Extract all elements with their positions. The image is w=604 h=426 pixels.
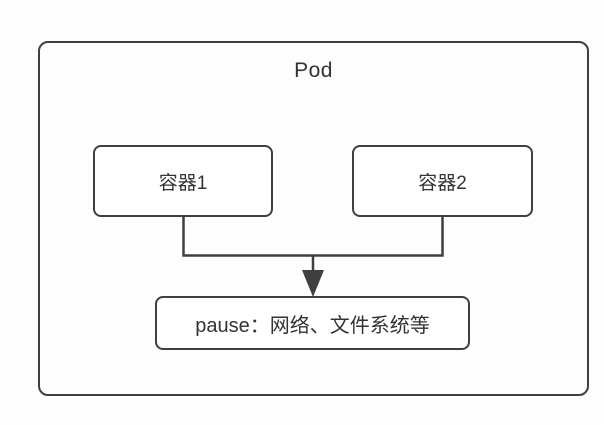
container-1-node: 容器1 [93, 145, 273, 217]
container-2-node: 容器2 [352, 145, 533, 217]
pause-node: pause：网络、文件系统等 [155, 296, 470, 350]
pod-group-box: Pod [38, 41, 589, 396]
pod-label: Pod [294, 59, 333, 82]
container-2-label: 容器2 [418, 172, 467, 194]
pause-label: pause：网络、文件系统等 [195, 314, 430, 337]
container-1-label: 容器1 [158, 172, 208, 194]
